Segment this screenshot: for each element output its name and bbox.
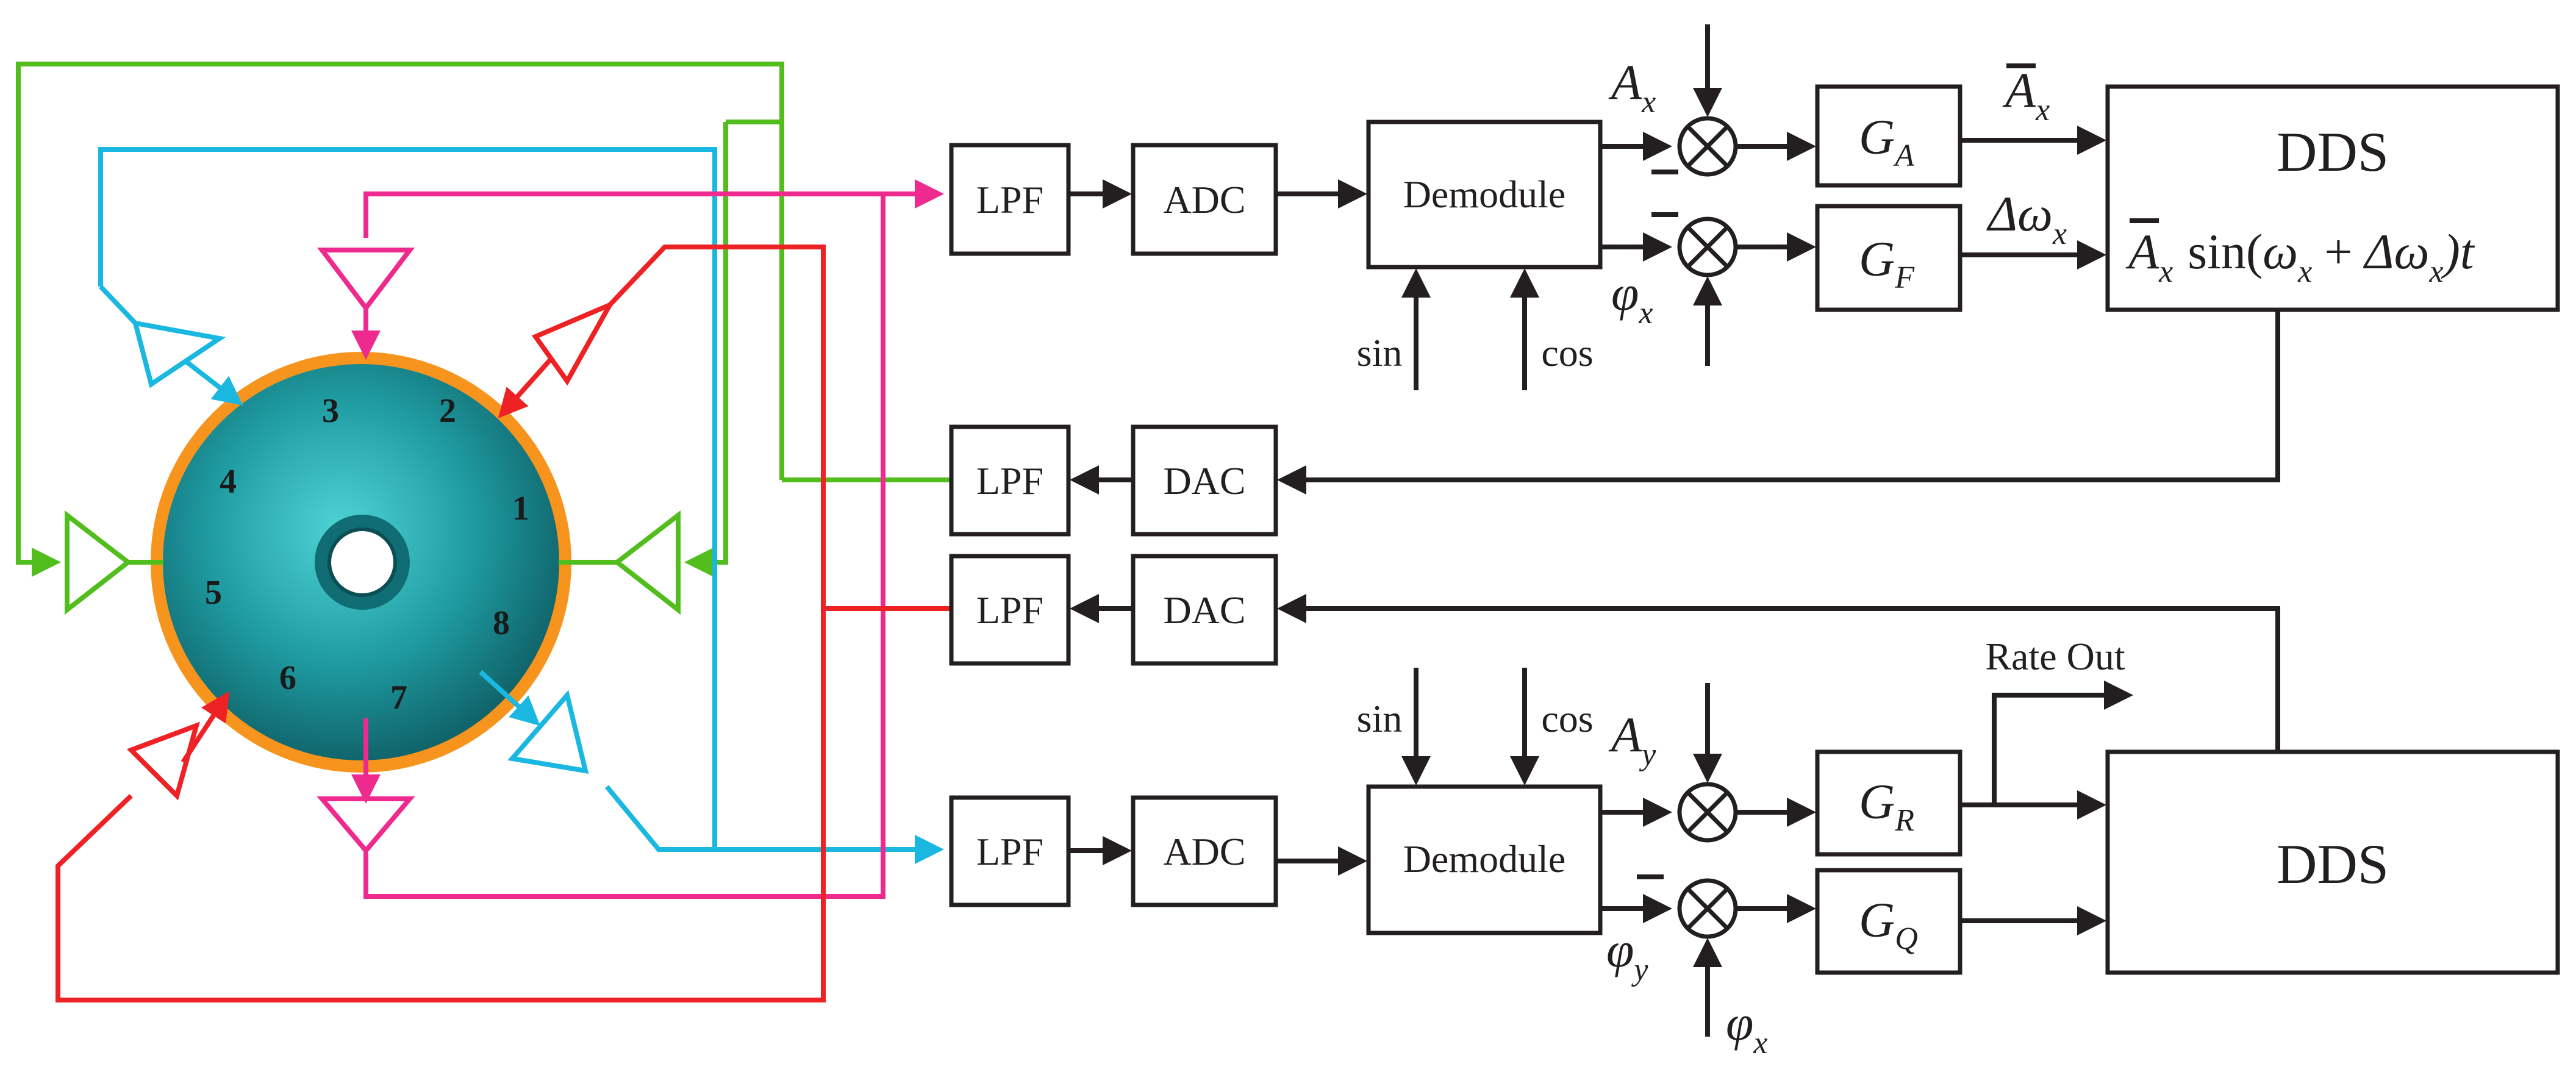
gain-block-gf bbox=[1815, 204, 1962, 312]
wire-rate-out bbox=[1992, 681, 2133, 805]
gain-block-gr bbox=[1815, 749, 1962, 857]
phix-ref-symbol: φx bbox=[1726, 995, 1767, 1060]
phix-symbol: φx bbox=[1611, 265, 1653, 331]
dac-block-x bbox=[1131, 424, 1278, 537]
cos-label-x: cos bbox=[1541, 331, 1593, 374]
magenta-wire-top bbox=[363, 179, 944, 238]
red-wire bbox=[608, 245, 951, 611]
gf-label: GF bbox=[1859, 231, 1915, 295]
cyan-pickoff-loop bbox=[98, 147, 944, 864]
dds-block-x bbox=[2105, 84, 2560, 312]
green-wire-left bbox=[16, 62, 784, 577]
electrode-label-4: 4 bbox=[220, 463, 237, 501]
adc-label-y: ADC bbox=[1163, 830, 1245, 873]
dac-label-x: DAC bbox=[1163, 459, 1245, 502]
magenta-pickoff-loop bbox=[317, 179, 944, 899]
gq-label: GQ bbox=[1859, 892, 1918, 956]
cyan-lead-lower bbox=[479, 670, 540, 726]
red-wire-lower bbox=[55, 609, 826, 1002]
dds-label-x: DDS bbox=[2277, 121, 2389, 183]
green-wire-right bbox=[689, 122, 951, 562]
electrode-label-8: 8 bbox=[493, 604, 510, 642]
ga-label: GA bbox=[1859, 109, 1914, 173]
resonator: 1 2 3 4 5 6 7 8 bbox=[151, 352, 571, 773]
dac-block-y bbox=[1131, 554, 1278, 666]
lpf-block-dac-x bbox=[949, 424, 1071, 537]
electrode-label-1: 1 bbox=[512, 490, 529, 527]
green-drive-loop bbox=[16, 62, 951, 615]
dac-label-y: DAC bbox=[1163, 588, 1245, 632]
adc-block-x bbox=[1131, 143, 1278, 256]
magenta-amp-top bbox=[317, 248, 415, 312]
red-lead-lower bbox=[181, 691, 230, 764]
x-channel: LPF ADC Demodule sin cos Ax φx GA bbox=[949, 24, 2560, 537]
lpf-dac-label-y: LPF bbox=[976, 588, 1043, 632]
demodule-block-x bbox=[1366, 120, 1603, 270]
cyan-wire-lower bbox=[604, 785, 715, 852]
demodule-block-y bbox=[1366, 784, 1603, 935]
demodule-label-y: Demodule bbox=[1403, 837, 1566, 881]
lpf-block-x bbox=[949, 143, 1071, 256]
lpf-block-dac-y bbox=[949, 554, 1071, 666]
green-amp-left bbox=[65, 510, 132, 615]
adc-block-y bbox=[1131, 795, 1278, 907]
red-amp-upper bbox=[531, 299, 616, 386]
green-amp-right bbox=[613, 510, 681, 615]
rate-out-label: Rate Out bbox=[1985, 635, 2125, 678]
dds-label-y: DDS bbox=[2277, 833, 2389, 895]
mixer-f-x bbox=[1677, 216, 1738, 277]
dds-block-y bbox=[2105, 749, 2560, 975]
gain-block-ga bbox=[1815, 84, 1962, 188]
abar-x-label: Ax bbox=[2002, 62, 2050, 127]
electrode-label-5: 5 bbox=[205, 574, 222, 612]
electrode-label-3: 3 bbox=[322, 392, 339, 430]
wire-ddsy-dac bbox=[1277, 594, 2280, 752]
y-channel: LPF DAC LPF ADC Demodule sin cos Ay φy bbox=[949, 554, 2560, 1060]
cyan-lead-upper bbox=[99, 285, 239, 402]
lpf-label-x: LPF bbox=[976, 178, 1043, 221]
mixer-a-x bbox=[1677, 116, 1738, 177]
sin-label-y: sin bbox=[1357, 697, 1403, 740]
resonator-hole bbox=[327, 527, 397, 597]
red-drive-loop bbox=[55, 245, 951, 1002]
adc-label-x: ADC bbox=[1163, 178, 1245, 221]
demodule-label-x: Demodule bbox=[1403, 173, 1566, 216]
domega-x-label: Δωx bbox=[1986, 186, 2067, 251]
magenta-wire-bottom bbox=[363, 194, 886, 899]
electrode-label-2: 2 bbox=[439, 392, 456, 430]
magenta-amp-bottom bbox=[317, 796, 415, 855]
mixer-r-y bbox=[1677, 782, 1738, 843]
mixer-q-y bbox=[1677, 878, 1738, 939]
ay-symbol: Ay bbox=[1608, 707, 1656, 772]
electrode-label-7: 7 bbox=[390, 679, 407, 716]
ax-symbol: Ax bbox=[1608, 54, 1656, 120]
sin-label-x: sin bbox=[1357, 331, 1403, 374]
red-lead-upper bbox=[498, 357, 553, 418]
cos-label-y: cos bbox=[1541, 697, 1593, 740]
lpf-dac-label-x: LPF bbox=[976, 459, 1043, 502]
wire-ddsx-dac bbox=[1277, 310, 2280, 495]
cyan-wire bbox=[98, 147, 944, 864]
gr-label: GR bbox=[1859, 774, 1914, 838]
cyan-amp-lower bbox=[507, 690, 589, 774]
lpf-label-y: LPF bbox=[976, 830, 1043, 873]
phiy-symbol: φy bbox=[1606, 922, 1648, 987]
electrode-label-6: 6 bbox=[279, 659, 296, 697]
